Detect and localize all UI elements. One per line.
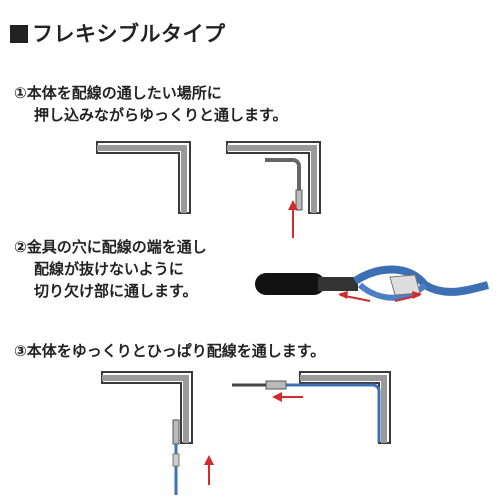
step-1-text: ①本体を配線の通したい場所に 押し込みながらゆっくりと通します。 [14, 82, 288, 126]
step-3-text: ③本体をゆっくりとひっぱり配線を通します。 [14, 340, 325, 362]
step-3-frame-right [232, 371, 391, 444]
step-1-frame-left [96, 141, 191, 214]
step-2-line-1: ②金具の穴に配線の端を通し [14, 238, 207, 256]
step-1-line-1: ①本体を配線の通したい場所に [14, 84, 222, 102]
step-2-text: ②金具の穴に配線の端を通し 配線が抜けないように 切り欠け部に通します。 [14, 236, 207, 302]
step-2-cable-illustration [255, 265, 490, 302]
step-2-line-3: 切り欠け部に通します。 [34, 282, 198, 300]
title-text: フレキシブルタイプ [32, 22, 226, 46]
step-3-line-1: ③本体をゆっくりとひっぱり配線を通します。 [14, 342, 326, 360]
page-title: フレキシブルタイプ [10, 18, 226, 48]
step-3-arrow-up-icon [204, 455, 214, 485]
title-square-icon [10, 25, 28, 43]
step-3-frame-left [101, 371, 193, 495]
step-1-frame-right [226, 141, 321, 214]
step-1-arrow-up-icon [288, 200, 298, 238]
step-2-line-2: 配線が抜けないように [34, 260, 184, 278]
step-1-line-2: 押し込みながらゆっくりと通します。 [34, 106, 288, 124]
